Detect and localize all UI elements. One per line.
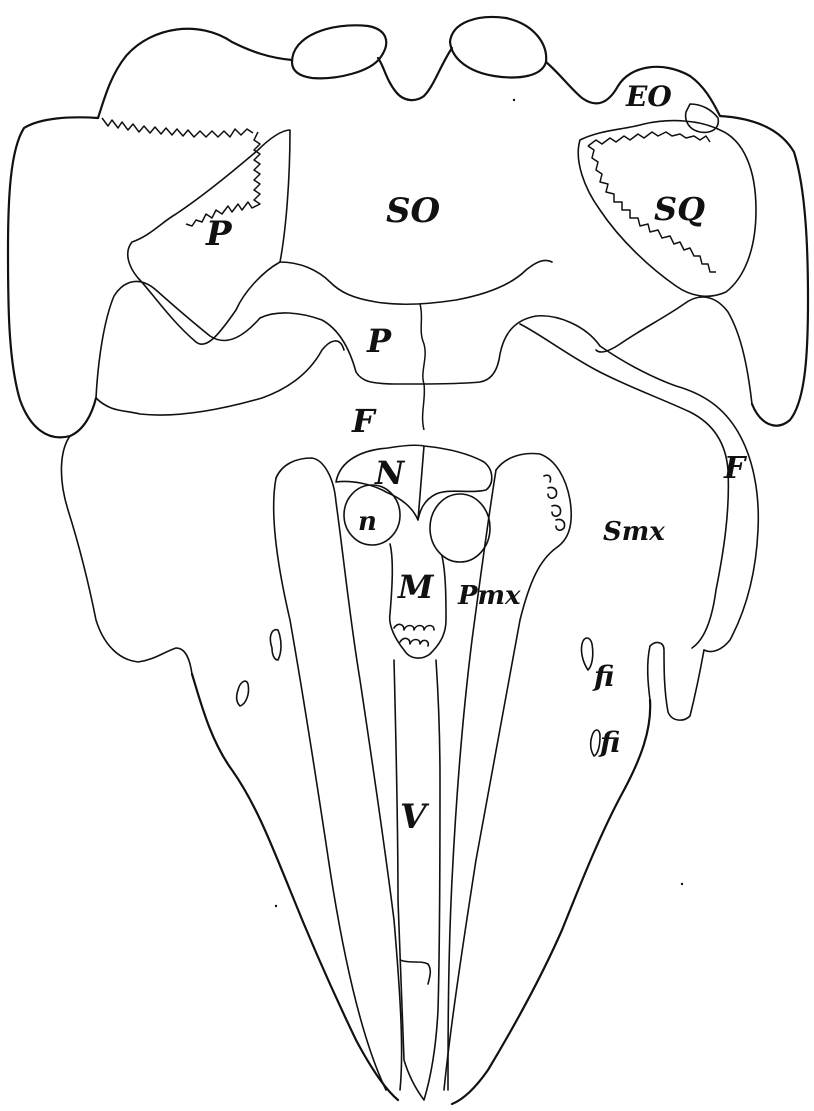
- right-squamosal-lower-lobe: [596, 297, 752, 404]
- left-frontal-inner: [96, 341, 344, 415]
- label-smx: Smx: [603, 517, 665, 547]
- right-frontal-bone: [600, 346, 758, 652]
- right-frontal-inner: [520, 324, 728, 648]
- left-parietal-lower-lobe: [96, 281, 260, 398]
- right-foramen-upper: [581, 638, 592, 670]
- premaxilla-teeth: [544, 475, 565, 530]
- label-sq: SQ: [654, 190, 705, 228]
- mesethmoid-bumps: [394, 624, 434, 646]
- foramen-magnum: [378, 48, 452, 100]
- left-premaxilla-outer: [276, 458, 402, 1090]
- label-p-left: P: [205, 214, 233, 254]
- supraoccipital-lower-boundary: [280, 260, 552, 304]
- exoccipital-process: [686, 104, 719, 132]
- label-pmx: Pmx: [457, 581, 521, 611]
- right-cranial-outline: [546, 62, 808, 426]
- left-occipital-condyle: [292, 25, 386, 78]
- central-parietal-bone: [260, 313, 600, 384]
- label-so: SO: [386, 191, 441, 231]
- left-foramen-lower: [237, 681, 249, 706]
- stray-mark: [275, 905, 277, 907]
- right-foramen-lower: [591, 730, 600, 756]
- right-nostril: [430, 494, 490, 562]
- right-premaxilla-outer: [444, 454, 571, 1090]
- label-f-center: F: [351, 402, 377, 440]
- left-frontal-bone: [61, 436, 192, 674]
- left-maxilla-outline: [192, 674, 398, 1100]
- label-n-upper: N: [374, 454, 406, 492]
- vomer-tip: [400, 960, 430, 984]
- right-occipital-condyle: [450, 17, 546, 77]
- label-p-center: P: [366, 322, 392, 360]
- label-fi-lower: fi: [598, 726, 620, 759]
- label-eo: EO: [625, 80, 672, 113]
- left-premaxilla-inner: [274, 478, 386, 1090]
- stray-mark: [513, 99, 515, 101]
- left-foramen-upper: [270, 630, 281, 660]
- right-maxilla-notch: [648, 643, 704, 721]
- label-v: V: [400, 797, 430, 837]
- label-fi-upper: fi: [592, 660, 614, 693]
- label-f-right: F: [723, 451, 748, 486]
- stray-mark: [681, 883, 683, 885]
- right-maxilla-outline: [452, 700, 650, 1104]
- label-n-lower: n: [358, 507, 377, 537]
- label-m: M: [397, 568, 435, 606]
- central-suture: [420, 304, 425, 430]
